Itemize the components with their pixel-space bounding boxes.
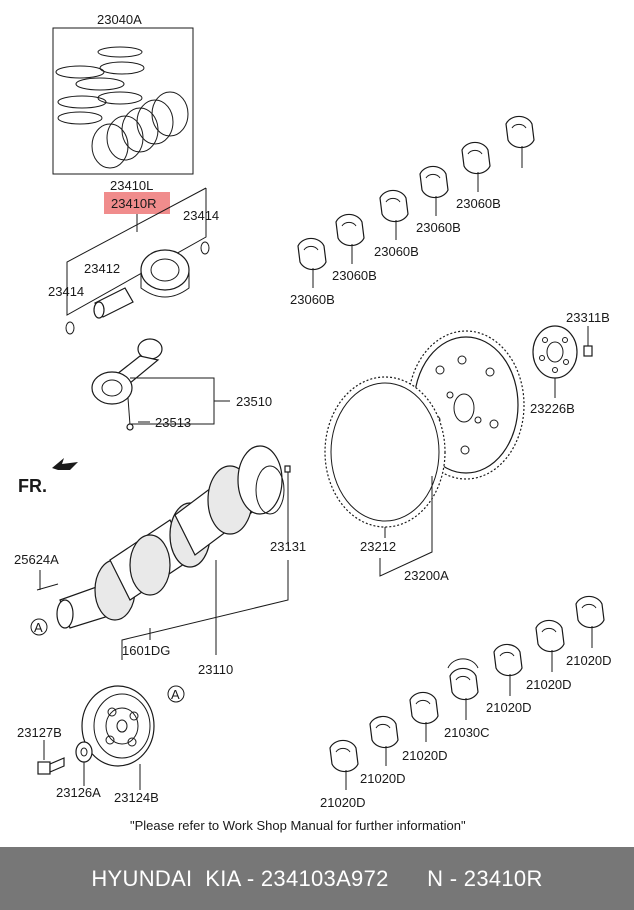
label-23200a: 23200A	[404, 568, 449, 583]
crank-pin-23131[interactable]	[284, 465, 291, 473]
crankshaft[interactable]	[56, 445, 285, 629]
thrust-bearing[interactable]	[447, 658, 479, 701]
label-23060b-5: 23060B	[456, 196, 501, 211]
main-bearing-2[interactable]	[369, 715, 399, 749]
label-23124b: 23124B	[114, 790, 159, 805]
callout-a-pulley: A	[167, 685, 185, 703]
main-bearing-4[interactable]	[493, 643, 523, 677]
label-23110: 23110	[198, 662, 233, 677]
front-direction-label: FR.	[18, 476, 47, 496]
svg-text:A: A	[34, 620, 43, 635]
workshop-note: "Please refer to Work Shop Manual for fu…	[130, 818, 466, 833]
flywheel-bolt[interactable]	[583, 338, 593, 357]
front-arrow-icon	[52, 458, 78, 470]
exploded-parts-diagram: 23040A 23410L 23410R 23414 23412 23414 2…	[14, 12, 612, 833]
label-23040a: 23040A	[97, 12, 142, 27]
label-23513: 23513	[155, 415, 191, 430]
piston-ring-set[interactable]	[52, 27, 194, 175]
label-21020d-2: 21020D	[360, 771, 406, 786]
label-21020d-4: 21020D	[486, 700, 532, 715]
label-23131: 23131	[270, 539, 306, 554]
label-23127b: 23127B	[17, 725, 62, 740]
pulley-bolt[interactable]	[37, 757, 65, 775]
label-21020d-1: 21020D	[320, 795, 366, 810]
piston-pin[interactable]	[93, 287, 134, 319]
adapter-plate[interactable]	[532, 325, 578, 379]
label-21030c: 21030C	[444, 725, 490, 740]
footer-part-number: HYUNDAI KIA - 234103A972 N - 23410R	[0, 847, 634, 910]
label-23126a: 23126A	[56, 785, 101, 800]
label-23414-left: 23414	[48, 284, 84, 299]
label-23311b: 23311B	[566, 310, 610, 325]
label-25624a: 25624A	[14, 552, 59, 567]
label-23226b: 23226B	[530, 401, 575, 416]
label-23060b-4: 23060B	[416, 220, 461, 235]
conrod-bearing-6[interactable]	[505, 115, 535, 149]
snap-ring-right[interactable]	[200, 241, 210, 255]
connecting-rod[interactable]	[91, 338, 163, 431]
main-bearing-6[interactable]	[575, 595, 605, 629]
label-23510: 23510	[236, 394, 272, 409]
label-23410r: 23410R	[111, 196, 157, 211]
label-23212: 23212	[360, 539, 396, 554]
label-23410l: 23410L	[110, 178, 153, 193]
label-1601dg: 1601DG	[122, 643, 170, 658]
conrod-bearing-3[interactable]	[379, 189, 409, 223]
conrod-bearing-1[interactable]	[297, 237, 327, 271]
label-21020d-3: 21020D	[402, 748, 448, 763]
washer[interactable]	[75, 741, 93, 763]
conrod-bearing-2[interactable]	[335, 213, 365, 247]
label-23414-top: 23414	[183, 208, 219, 223]
label-21020d-6: 21020D	[566, 653, 612, 668]
main-bearing-1[interactable]	[329, 739, 359, 773]
main-bearing-3[interactable]	[409, 691, 439, 725]
label-23060b-2: 23060B	[332, 268, 377, 283]
highlight-23410r	[104, 192, 170, 214]
label-23060b-3: 23060B	[374, 244, 419, 259]
conrod-bearing-4[interactable]	[419, 165, 449, 199]
piston[interactable]	[140, 249, 190, 298]
callout-a-crank: A	[30, 618, 48, 636]
label-23060b-1: 23060B	[290, 292, 335, 307]
ring-gear[interactable]	[324, 376, 446, 528]
crank-pulley[interactable]	[81, 685, 155, 767]
snap-ring-left[interactable]	[65, 321, 75, 335]
main-bearing-5[interactable]	[535, 619, 565, 653]
label-23412: 23412	[84, 261, 120, 276]
svg-text:A: A	[171, 687, 180, 702]
conrod-bearing-5[interactable]	[461, 141, 491, 175]
label-21020d-5: 21020D	[526, 677, 572, 692]
